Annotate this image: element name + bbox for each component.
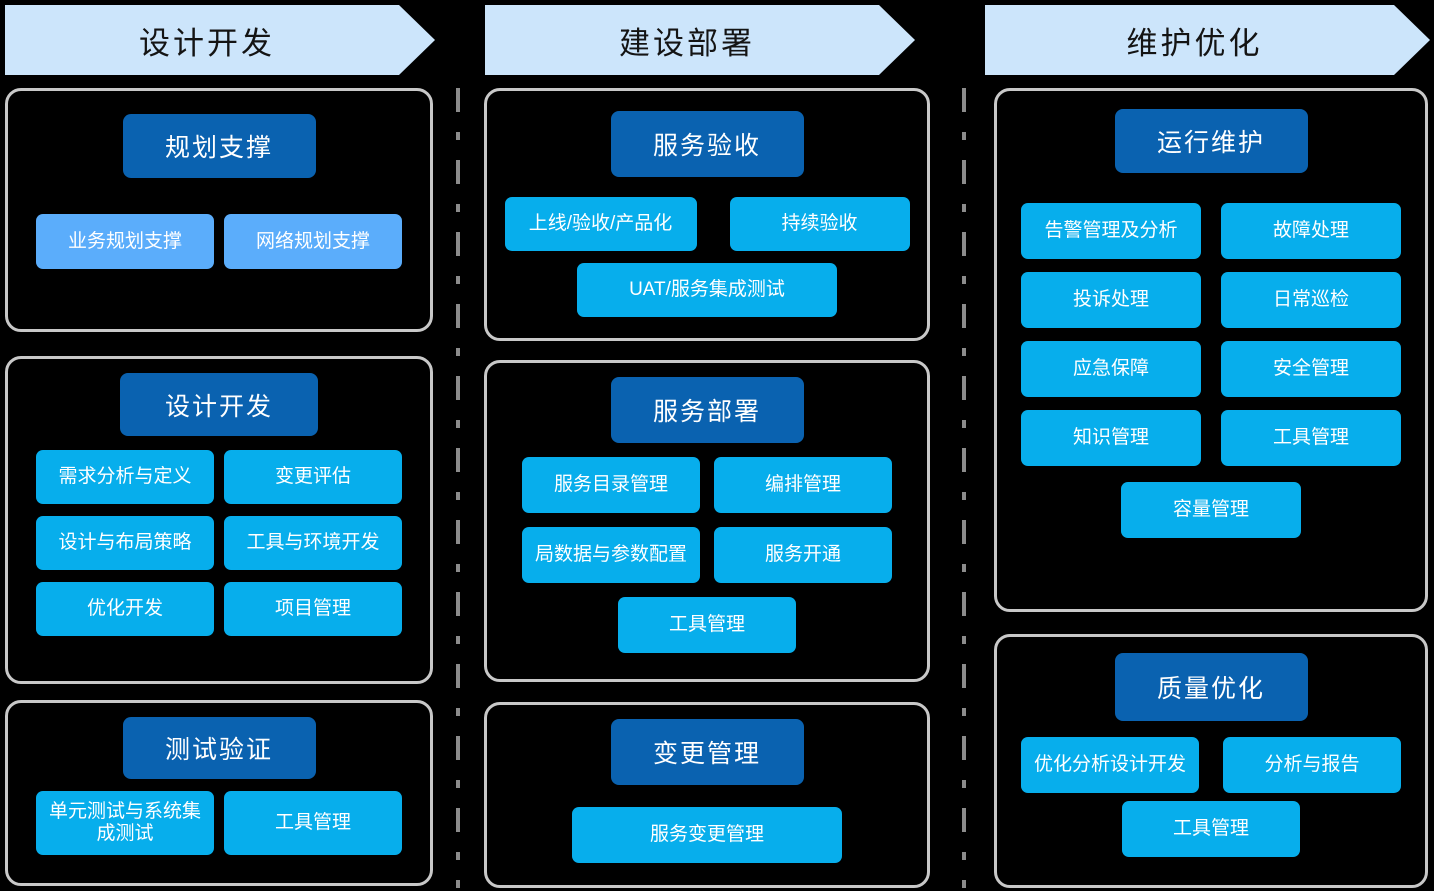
- group-title[interactable]: 服务验收: [610, 111, 804, 177]
- group-panel-quality-optimization: 质量优化 优化分析设计开发 分析与报告 工具管理: [994, 634, 1428, 888]
- capability-chip[interactable]: 工具管理: [1122, 801, 1300, 857]
- capability-chip[interactable]: 服务变更管理: [572, 807, 842, 863]
- capability-chip[interactable]: 服务开通: [714, 527, 892, 583]
- group-panel-service-acceptance: 服务验收 上线/验收/产品化 持续验收 UAT/服务集成测试: [484, 88, 930, 341]
- group-panel-design-development: 设计开发 需求分析与定义 变更评估 设计与布局策略 工具与环境开发 优化开发 项…: [5, 356, 433, 684]
- capability-chip[interactable]: 优化分析设计开发: [1021, 737, 1199, 793]
- group-title[interactable]: 运行维护: [1114, 109, 1308, 173]
- capability-chip[interactable]: 故障处理: [1221, 203, 1401, 259]
- group-panel-operation-maintenance: 运行维护 告警管理及分析 故障处理 投诉处理 日常巡检 应急保障 安全管理 知识…: [994, 88, 1428, 612]
- phase-header-label: 设计开发: [139, 25, 275, 61]
- capability-chip[interactable]: 单元测试与系统集成测试: [36, 791, 214, 855]
- capability-chip[interactable]: UAT/服务集成测试: [577, 263, 837, 317]
- capability-chip[interactable]: 局数据与参数配置: [522, 527, 700, 583]
- capability-chip[interactable]: 知识管理: [1021, 410, 1201, 466]
- group-panel-service-deployment: 服务部署 服务目录管理 编排管理 局数据与参数配置 服务开通 工具管理: [484, 360, 930, 682]
- group-title[interactable]: 质量优化: [1114, 653, 1308, 721]
- capability-chip[interactable]: 工具管理: [1221, 410, 1401, 466]
- group-panel-test-verification: 测试验证 单元测试与系统集成测试 工具管理: [5, 700, 433, 886]
- capability-chip[interactable]: 安全管理: [1221, 341, 1401, 397]
- capability-chip[interactable]: 分析与报告: [1223, 737, 1401, 793]
- phase-header-design-dev[interactable]: 设计开发: [5, 5, 435, 75]
- capability-chip[interactable]: 设计与布局策略: [36, 516, 214, 570]
- capability-chip[interactable]: 变更评估: [224, 450, 402, 504]
- capability-chip[interactable]: 投诉处理: [1021, 272, 1201, 328]
- phase-header-label: 建设部署: [619, 25, 755, 61]
- capability-chip[interactable]: 项目管理: [224, 582, 402, 636]
- capability-chip[interactable]: 网络规划支撑: [224, 214, 402, 269]
- group-panel-planning-support: 规划支撑 业务规划支撑 网络规划支撑: [5, 88, 433, 332]
- capability-chip[interactable]: 服务目录管理: [522, 457, 700, 513]
- phase-header-build-deploy[interactable]: 建设部署: [485, 5, 915, 75]
- capability-chip[interactable]: 需求分析与定义: [36, 450, 214, 504]
- phase-header-maintain-opt[interactable]: 维护优化: [985, 5, 1430, 75]
- group-title[interactable]: 设计开发: [120, 373, 318, 436]
- capability-chip[interactable]: 业务规划支撑: [36, 214, 214, 269]
- capability-chip[interactable]: 工具与环境开发: [224, 516, 402, 570]
- capability-chip[interactable]: 优化开发: [36, 582, 214, 636]
- capability-chip[interactable]: 持续验收: [729, 197, 910, 251]
- capability-chip[interactable]: 容量管理: [1121, 482, 1301, 538]
- column-divider-1: [456, 88, 460, 888]
- group-title[interactable]: 变更管理: [610, 719, 804, 785]
- capability-chip[interactable]: 日常巡检: [1221, 272, 1401, 328]
- group-title[interactable]: 测试验证: [122, 717, 316, 779]
- phase-header-label: 维护优化: [1126, 25, 1263, 61]
- capability-chip[interactable]: 编排管理: [714, 457, 892, 513]
- capability-chip[interactable]: 应急保障: [1021, 341, 1201, 397]
- capability-chip[interactable]: 工具管理: [224, 791, 402, 855]
- capability-chip[interactable]: 告警管理及分析: [1021, 203, 1201, 259]
- group-title[interactable]: 服务部署: [610, 377, 804, 443]
- capability-chip[interactable]: 上线/验收/产品化: [504, 197, 697, 251]
- group-title[interactable]: 规划支撑: [122, 114, 316, 178]
- column-divider-2: [962, 88, 966, 888]
- group-panel-change-management: 变更管理 服务变更管理: [484, 702, 930, 888]
- capability-chip[interactable]: 工具管理: [618, 597, 796, 653]
